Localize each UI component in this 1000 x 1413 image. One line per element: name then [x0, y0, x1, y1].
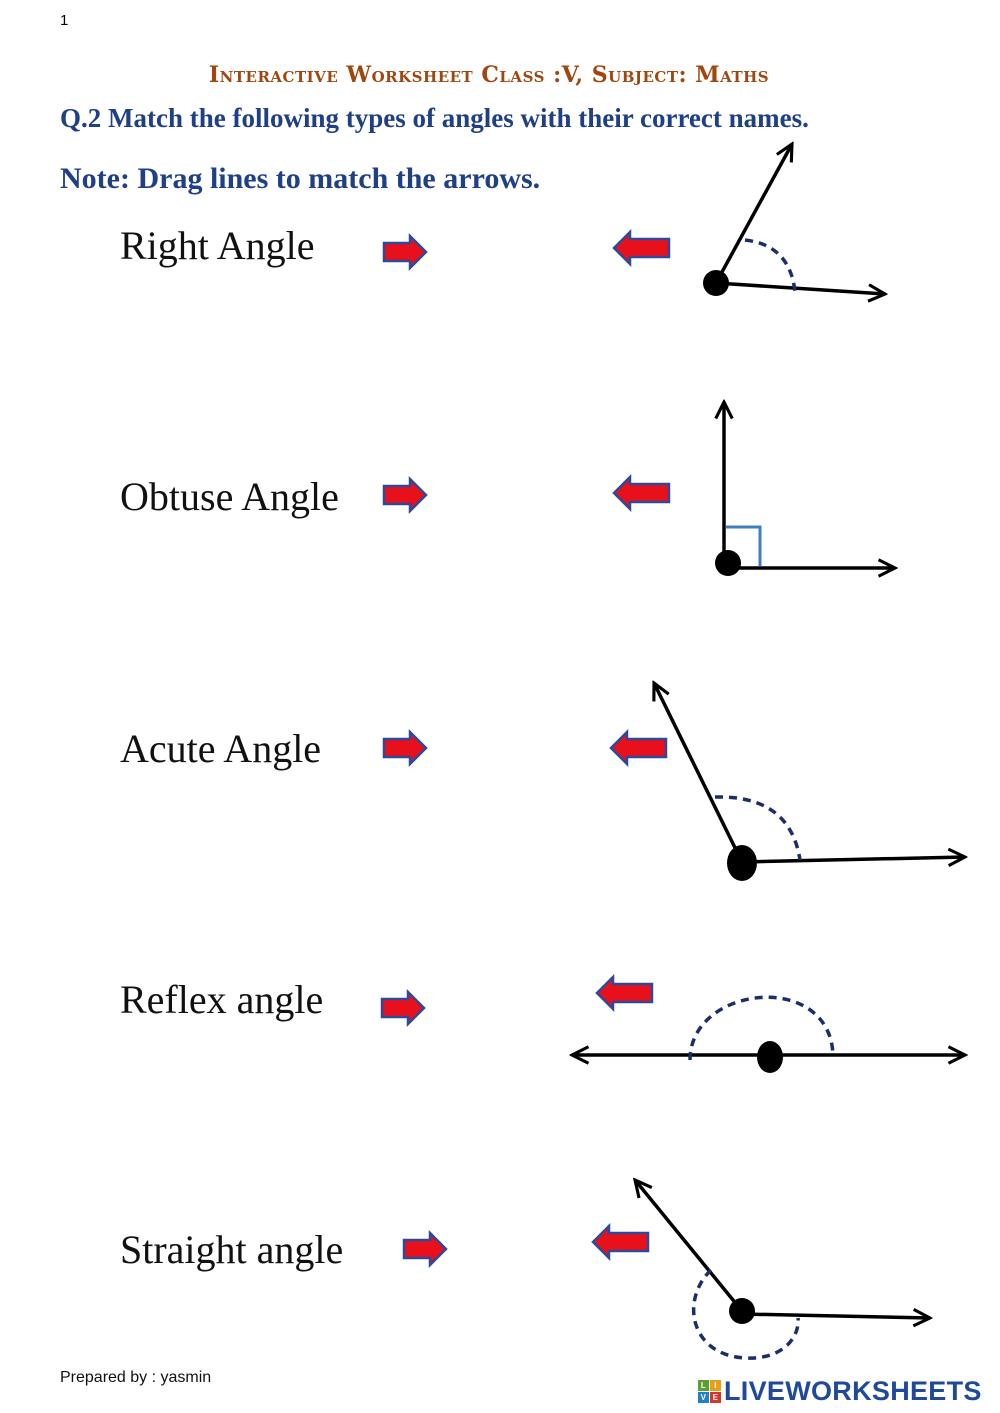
right-arrow-4[interactable]	[380, 988, 426, 1028]
label-right-angle: Right Angle	[120, 223, 315, 268]
label-obtuse-angle: Obtuse Angle	[120, 474, 339, 519]
left-arrow-1[interactable]	[612, 228, 671, 268]
obtuse-angle-figure	[654, 683, 965, 881]
left-arrow-3[interactable]	[609, 728, 668, 768]
liveworksheets-brand: L I V E LIVEWORKSHEETS	[698, 1376, 982, 1407]
brand-name: LIVEWORKSHEETS	[724, 1376, 982, 1406]
straight-angle-figure	[572, 995, 965, 1073]
left-arrow-4[interactable]	[595, 973, 654, 1013]
right-angle-figure	[715, 402, 895, 576]
question-text: Q.2 Match the following types of angles …	[60, 103, 809, 133]
left-arrow-5[interactable]	[591, 1222, 650, 1262]
left-arrow-2[interactable]	[612, 473, 671, 513]
liveworksheets-logo-icon: L I V E	[698, 1380, 721, 1403]
prepared-by: Prepared by : yasmin	[60, 1369, 212, 1386]
label-reflex-angle: Reflex angle	[120, 977, 324, 1022]
right-arrow-2[interactable]	[382, 475, 428, 515]
right-arrow-1[interactable]	[382, 232, 428, 272]
label-straight-angle: Straight angle	[120, 1227, 344, 1272]
label-acute-angle: Acute Angle	[120, 726, 322, 771]
page-number: 1	[60, 12, 69, 29]
note-text: Note: Drag lines to match the arrows.	[60, 162, 541, 195]
acute-angle-figure	[703, 144, 885, 296]
reflex-angle-figure	[635, 1180, 930, 1360]
right-arrow-5[interactable]	[402, 1229, 448, 1269]
right-arrow-3[interactable]	[382, 728, 428, 768]
worksheet-title: Interactive Worksheet Class :V, Subject:…	[208, 62, 770, 88]
